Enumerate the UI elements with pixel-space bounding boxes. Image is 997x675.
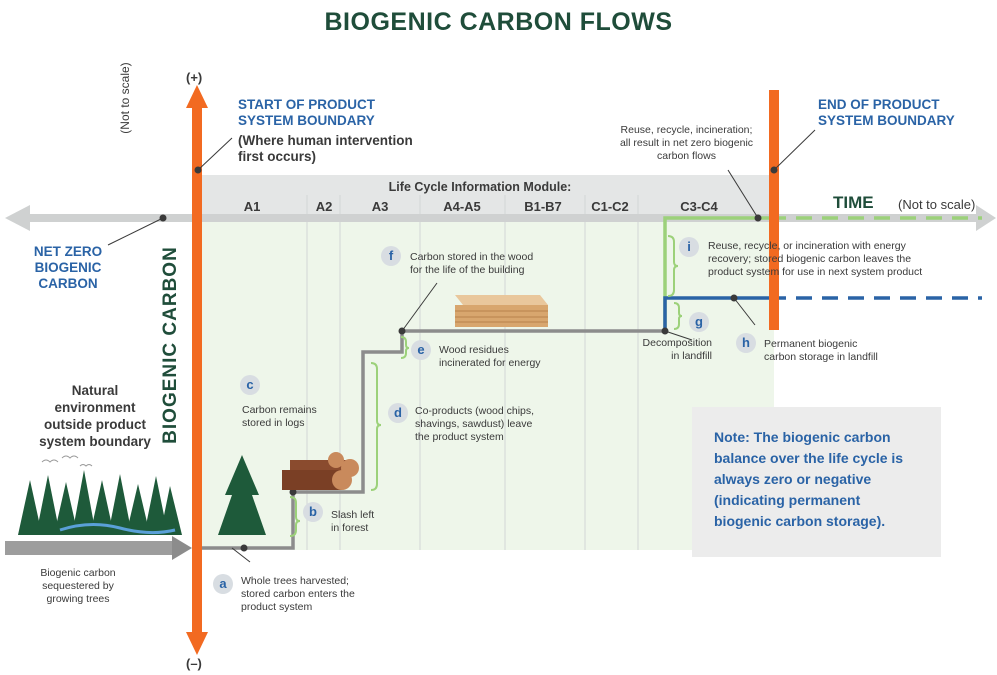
reuse-flow-path: [663, 216, 770, 331]
logs-icon: [282, 452, 359, 490]
step-e-badge: e: [411, 340, 431, 360]
axis-plus-label: (+): [186, 70, 203, 85]
step-b-text: Slash left in forest: [331, 509, 375, 534]
sequestered-label: Biogenic carbon sequestered by growing t…: [40, 567, 116, 605]
time-not-to-scale: (Not to scale): [898, 197, 976, 212]
start-boundary-sub: (Where human intervention first occurs): [238, 133, 413, 164]
step-g-badge: g: [689, 312, 709, 332]
braces: [289, 235, 683, 537]
module-separators: [306, 195, 639, 550]
step-e-text: Wood residues incinerated for energy: [439, 344, 541, 369]
step-f-text: Carbon stored in the wood for the life o…: [410, 251, 534, 276]
page-title: BIOGENIC CARBON FLOWS: [324, 8, 673, 36]
module-c1-c2: C1-C2: [591, 199, 629, 214]
step-a-text: Whole trees harvested; stored carbon ent…: [241, 575, 355, 613]
step-a-badge: a: [213, 574, 233, 594]
module-c3-c4: C3-C4: [680, 199, 718, 214]
river-icon: [59, 523, 176, 535]
step-b-badge: b: [303, 502, 323, 522]
step-d-text: Co-products (wood chips, shavings, sawdu…: [415, 405, 535, 443]
step-f-badge: f: [381, 246, 401, 266]
step-h-text: Permanent biogenic carbon storage in lan…: [764, 338, 878, 363]
axis-minus-label: (–): [186, 656, 202, 671]
lumber-icon: [455, 295, 548, 327]
module-a1: A1: [243, 199, 261, 214]
note-text: Note: The biogenic carbon balance over t…: [714, 429, 904, 529]
start-boundary-label: START OF PRODUCT SYSTEM BOUNDARY: [238, 97, 375, 128]
step-i-text: Reuse, recycle, or incineration with ene…: [708, 240, 923, 278]
step-i-badge: i: [679, 237, 699, 257]
birds-icon: [41, 455, 93, 467]
module-a3: A3: [371, 199, 389, 214]
note-box: Note: The biogenic carbon balance over t…: [692, 407, 941, 557]
leader-lines: [107, 129, 816, 563]
time-axis-right-arrow: [976, 205, 996, 231]
reuse-note: Reuse, recycle, incineration; all result…: [619, 124, 754, 162]
module-header: Life Cycle Information Module:: [388, 180, 572, 194]
natural-environment-label: Natural environment outside product syst…: [39, 383, 151, 449]
forest-icon: [18, 470, 182, 535]
end-boundary-label: END OF PRODUCT SYSTEM BOUNDARY: [818, 97, 955, 128]
step-h-badge: h: [736, 333, 756, 353]
time-axis-left-arrow: [5, 205, 30, 231]
step-c-text: Carbon remains stored in logs: [242, 404, 317, 429]
module-a2: A2: [315, 199, 333, 214]
step-g-text: Decomposition in landfill: [642, 337, 712, 362]
module-a4-a5: A4-A5: [443, 199, 481, 214]
sequestration-arrow: [5, 541, 175, 555]
step-c-badge: c: [240, 375, 260, 395]
tree-icon: [218, 455, 266, 535]
net-zero-label: NET ZERO BIOGENIC CARBON: [33, 244, 103, 291]
step-d-badge: d: [388, 403, 408, 423]
not-to-scale-vertical: (Not to scale): [118, 62, 132, 134]
module-b1-b7: B1-B7: [524, 199, 562, 214]
module-header-band: [197, 175, 774, 215]
time-label: TIME: [833, 193, 874, 212]
